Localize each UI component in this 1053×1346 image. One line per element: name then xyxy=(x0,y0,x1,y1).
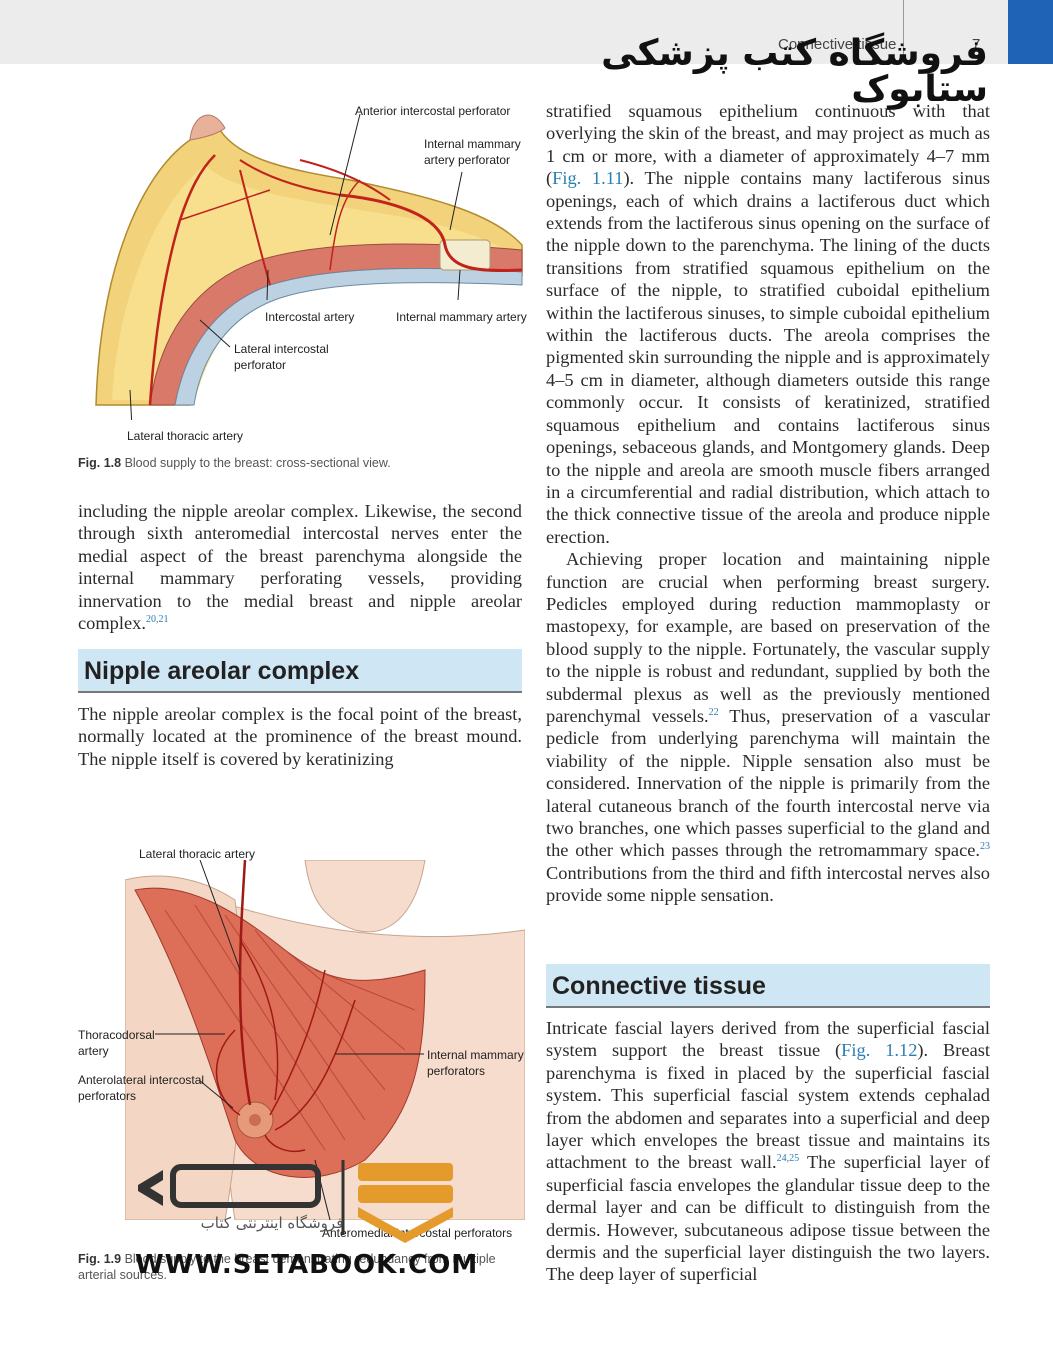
right-paragraph-2: Achieving proper location and maintainin… xyxy=(546,548,990,907)
header-divider xyxy=(903,0,904,56)
figure-1-9-illustration xyxy=(125,860,525,1220)
figure-link-1-11[interactable]: Fig. 1.11 xyxy=(552,168,624,189)
fig18-label-anterior-perforator: Anterior intercostal perforator xyxy=(355,104,511,118)
chapter-tab xyxy=(1008,0,1053,64)
right-para1-text-a: stratified squamous epithelium continuou… xyxy=(546,101,990,189)
watermark-url: WWW.SETABOOK.COM xyxy=(135,1250,479,1280)
figure-link-1-12[interactable]: Fig. 1.12 xyxy=(841,1040,918,1061)
fig19-label-line2: artery xyxy=(78,1044,109,1058)
left-column-text-bottom: The nipple areolar complex is the focal … xyxy=(78,703,522,770)
fig19-label-line1: Thoracodorsal xyxy=(78,1028,155,1042)
citation-24-25[interactable]: 24,25 xyxy=(776,1153,800,1165)
fig18-caption-number: Fig. 1.8 xyxy=(78,456,122,470)
fig19-label-anterolateral: Anterolateral intercostal perforators xyxy=(78,1072,204,1104)
right-para3-text-b: ). Breast parenchyma is fixed in placed … xyxy=(546,1040,990,1173)
fig19-label-internal-mammary: Internal mammary perforators xyxy=(427,1047,524,1079)
fig18-label-lateral-perforator: Lateral intercostal perforator xyxy=(234,341,329,373)
fig18-label-internal-mammary-artery: Internal mammary artery xyxy=(396,310,527,324)
fig19-caption-line2: arterial sources. xyxy=(78,1268,167,1282)
fig18-label-line2: artery perforator xyxy=(424,153,511,167)
fig18-label-internal-mammary-perforator: Internal mammary artery perforator xyxy=(424,136,521,168)
fig18-label-line1: Lateral intercostal xyxy=(234,342,329,356)
right-para3-text-a: Intricate fascial layers derived from th… xyxy=(546,1018,990,1061)
fig19-caption-text: Blood supply to the breast demonstrating… xyxy=(124,1252,496,1266)
fig18-label-line2: perforator xyxy=(234,358,287,372)
fig19-label-line1: Anterolateral intercostal xyxy=(78,1073,205,1087)
citation-23[interactable]: 23 xyxy=(980,841,990,853)
fig19-label-line1: Internal mammary xyxy=(427,1048,524,1062)
right-para2-text-c: Contributions from the third and fifth i… xyxy=(546,862,990,906)
left-paragraph-1: including the nipple areolar complex. Li… xyxy=(78,500,522,634)
right-paragraph-3: Intricate fascial layers derived from th… xyxy=(546,1017,990,1286)
fig18-label-intercostal-artery: Intercostal artery xyxy=(265,310,355,324)
right-column-text-top: stratified squamous epithelium continuou… xyxy=(546,100,990,907)
fig19-label-lateral-thoracic: Lateral thoracic artery xyxy=(139,847,256,861)
right-para3-text-c: The superficial layer of superficial fas… xyxy=(546,1152,991,1285)
fig18-label-line1: Internal mammary xyxy=(424,137,521,151)
citation-20-21[interactable]: 20,21 xyxy=(145,613,169,625)
watermark-logo-subtitle: فروشگاه اینترنتی کتاب xyxy=(200,1214,344,1232)
section-heading-nipple-areolar: Nipple areolar complex xyxy=(78,649,522,693)
fig19-caption-number: Fig. 1.9 xyxy=(78,1252,122,1266)
page-number: 7 xyxy=(972,36,981,53)
figure-1-8-illustration xyxy=(95,113,523,420)
right-para1-text-b: ). The nipple contains many lactiferous … xyxy=(546,168,990,547)
section-heading-connective-tissue: Connective tissue xyxy=(546,964,990,1008)
right-column-text-bottom: Intricate fascial layers derived from th… xyxy=(546,1017,990,1286)
fig19-label-thoracodorsal: Thoracodorsal artery xyxy=(78,1027,155,1059)
right-para2-text-a: Achieving proper location and maintainin… xyxy=(546,549,990,726)
fig18-caption-text: Blood supply to the breast: cross-sectio… xyxy=(124,456,391,470)
watermark-banner: فروشگاه کتب پزشکی ستابوک xyxy=(601,33,988,110)
right-para2-text-b: Thus, preservation of a vascular pedicle… xyxy=(546,705,990,861)
left-column-text-top: including the nipple areolar complex. Li… xyxy=(78,500,522,634)
setabook-logo xyxy=(138,1160,453,1243)
left-para1-text: including the nipple areolar complex. Li… xyxy=(78,501,522,634)
fig19-label-line2: perforators xyxy=(78,1089,137,1103)
fig19-caption: Fig. 1.9 Blood supply to the breast demo… xyxy=(78,1251,522,1283)
header-band xyxy=(0,0,1053,64)
fig18-label-lateral-thoracic: Lateral thoracic artery xyxy=(127,429,244,443)
fig18-caption: Fig. 1.8 Blood supply to the breast: cro… xyxy=(78,455,522,471)
fig19-label-line2: perforators xyxy=(427,1064,486,1078)
citation-22[interactable]: 22 xyxy=(708,706,719,718)
running-header: Connective tissue xyxy=(778,36,897,53)
left-paragraph-2: The nipple areolar complex is the focal … xyxy=(78,704,522,769)
right-paragraph-1: stratified squamous epithelium continuou… xyxy=(546,100,990,548)
